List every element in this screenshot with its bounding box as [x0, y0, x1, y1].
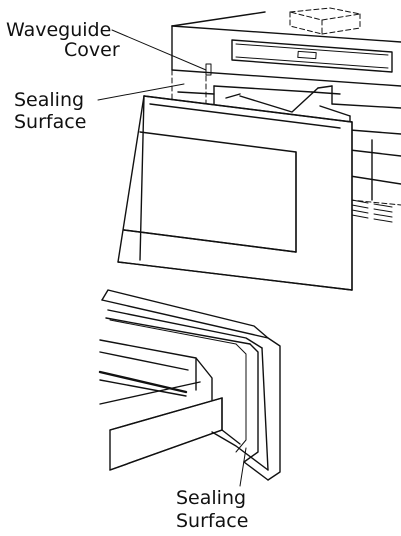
- label-sealing-surface-top: Sealing Surface: [14, 83, 185, 133]
- label-waveguide-cover: Waveguide Cover: [6, 19, 207, 71]
- drawer-top-rim: [177, 91, 341, 95]
- waveguide-label-line1: Waveguide: [6, 19, 111, 41]
- drawer-window: [123, 131, 297, 253]
- label-sealing-surface-bottom: Sealing Surface: [176, 447, 248, 532]
- drawer-closeup-illustration: [98, 289, 281, 481]
- cavity-front-lip: [98, 339, 213, 401]
- sealing-top-label-line1: Sealing: [14, 89, 84, 111]
- dashed-appliance-outline: [289, 7, 361, 35]
- sealing-top-leader-line: [97, 83, 185, 101]
- sealing-bottom-leader-line: [239, 447, 247, 487]
- cabinet-frame: [171, 11, 401, 87]
- cavity-interior: [213, 85, 401, 201]
- gasket-frame: [101, 289, 281, 481]
- drawer-side-rails: [349, 129, 401, 201]
- sealing-bottom-label-line2: Surface: [176, 510, 248, 532]
- sealing-top-label-line2: Surface: [14, 111, 86, 133]
- control-panel-slot: [231, 39, 393, 73]
- drawer-open-illustration: [117, 7, 401, 291]
- waveguide-label-line2: Cover: [64, 39, 120, 61]
- gasket-bottom-edge: [211, 431, 269, 481]
- vent-slots: [351, 199, 393, 223]
- drawer-side-panel: [99, 381, 241, 471]
- sealing-bottom-label-line1: Sealing: [176, 487, 246, 509]
- drawer-front-panel: [117, 95, 353, 291]
- sealing-surface-ring: [109, 319, 247, 453]
- waveguide-leader-line: [111, 29, 207, 71]
